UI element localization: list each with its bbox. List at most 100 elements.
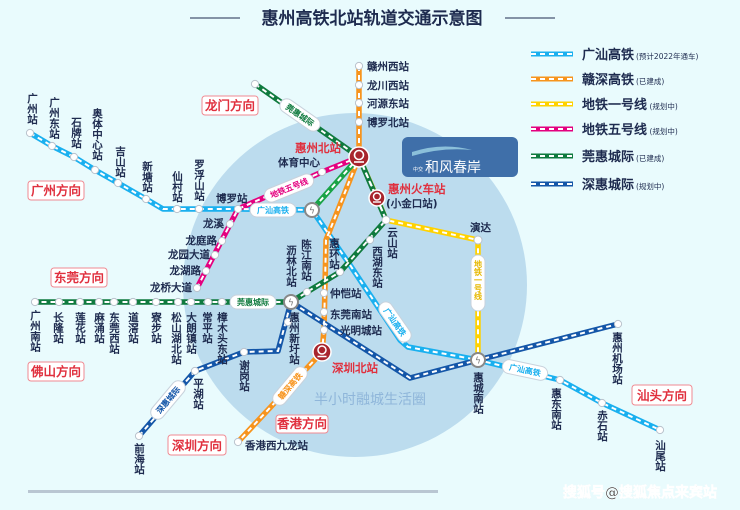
direction-guangzhou: 广州方向 [27,180,85,201]
line-link-green-dash [311,156,360,211]
legend: 广汕高铁(预计2022年通车)赣深高铁(已建成)地铁一号线(规划中)地铁五号线(… [531,47,699,193]
disclaimer-text [28,490,438,493]
direction-hongkong: 香港方向 [275,414,329,434]
svg-text:广州方向: 广州方向 [31,183,81,198]
hub-shenzhen-north: 深圳北站 [332,361,378,375]
svg-text:ϟ: ϟ [475,357,481,367]
station-labels-metro5: 体育中心 龙溪 龙庭路 龙园大道 龙湖路 龙桥大道 [149,156,320,294]
svg-text:常平站: 常平站 [201,311,213,344]
svg-text:汕尾站: 汕尾站 [654,439,666,472]
svg-text:东莞西站: 东莞西站 [108,311,120,355]
svg-text:罗浮山站: 罗浮山站 [193,159,205,202]
tag-shenhui: 深惠城际 [150,380,186,420]
svg-text:龙桥大道: 龙桥大道 [149,281,192,294]
legend-label: 地铁五号线 [582,122,647,138]
svg-text:惠州机场站: 惠州机场站 [611,331,623,385]
legend-note: (规划中) [636,181,664,191]
legend-note: (预计2022年通车) [636,51,699,61]
direction-dongguan: 东莞方向 [50,267,108,288]
legend-note: (规划中) [650,101,678,111]
railway-station-icon [348,146,370,168]
watermark: 搜狐号@搜狐焦点来宾站 [563,484,717,501]
map-title: 惠州高铁北站轨道交通示意图 [262,8,483,29]
railway-station-icon [368,189,386,207]
svg-text:大朗镇站: 大朗镇站 [185,311,197,355]
station-labels-ganshen: 赣州西站 龙川西站 河源东站 博罗北站 惠环站 仲恺站 东莞南站 光明城站 香港… [244,60,409,452]
svg-text:和风春岸: 和风春岸 [425,160,481,176]
svg-text:樟木头东站: 樟木头东站 [216,311,228,365]
legend-label: 地铁一号线 [582,97,647,113]
svg-text:东莞方向: 东莞方向 [54,270,104,285]
svg-text:香港西九龙站: 香港西九龙站 [244,439,308,452]
interchange-icon: ϟ [470,352,486,368]
svg-text:平湖站: 平湖站 [192,378,204,410]
svg-text:ϟ: ϟ [288,299,294,309]
svg-text:西湖东站: 西湖东站 [371,246,383,289]
svg-text:香港方向: 香港方向 [276,416,327,431]
svg-text:博罗北站: 博罗北站 [367,116,409,129]
svg-text:佛山方向: 佛山方向 [30,364,81,379]
railway-station-icon [312,342,332,362]
tag-guangshan: 广汕高铁 [501,359,549,381]
legend-label: 莞惠城际 [582,149,634,165]
svg-text:广州东站: 广州东站 [48,96,60,140]
svg-text:沥林北站: 沥林北站 [285,244,297,288]
svg-text:石牌站: 石牌站 [70,117,82,149]
svg-text:ϟ: ϟ [309,207,315,217]
svg-text:吉山站: 吉山站 [114,145,126,178]
direction-shantou: 汕头方向 [631,384,693,406]
tag-guanhui: 莞惠城际 [229,294,277,310]
station-labels-metro1: 云山站 演达 [386,221,491,259]
svg-text:光明城站: 光明城站 [339,324,382,337]
svg-text:前海站: 前海站 [133,442,145,475]
svg-text:广州南站: 广州南站 [29,309,41,353]
legend-label: 广汕高铁 [582,47,634,63]
svg-text:博罗站: 博罗站 [216,192,248,205]
svg-text:广州站: 广州站 [26,92,38,125]
svg-text:惠城南站: 惠城南站 [472,371,484,415]
svg-text:新塘站: 新塘站 [141,160,153,193]
line-ganshen-hsr-dash [237,66,360,443]
line-shenhui-intercity-dash [138,300,619,437]
svg-text:谢岗站: 谢岗站 [238,359,250,392]
hub-huizhou-rail: 惠州火车站 [388,182,446,196]
station-nodes [25,61,665,447]
legend-label: 赣深高铁 [582,72,634,88]
svg-text:赤石站: 赤石站 [596,409,608,442]
svg-text:惠州新圩站: 惠州新圩站 [288,311,300,365]
station-labels-guangshan: 广州站 广州东站 石牌站 奥体中心站 吉山站 新塘站 仙村站 罗浮山站 博罗站 … [26,92,666,472]
svg-text:龙庭路: 龙庭路 [185,234,218,247]
svg-text:道滘站: 道滘站 [127,311,139,344]
legend-note: (规划中) [650,126,678,136]
legend-note: (已建成) [636,153,664,163]
tag-guangshan: 广汕高铁 [249,202,297,218]
svg-text:奥体中心站: 奥体中心站 [91,107,103,161]
svg-text:汕头方向: 汕头方向 [637,388,687,403]
svg-text:仙村站: 仙村站 [171,170,183,203]
svg-text:惠环站: 惠环站 [328,237,340,270]
svg-text:龙溪: 龙溪 [202,217,224,230]
svg-text:东莞南站: 东莞南站 [330,308,372,321]
svg-text:河源东站: 河源东站 [367,97,409,110]
svg-text:松山湖北站: 松山湖北站 [170,311,182,365]
interchange-icon: ϟ [304,202,320,218]
direction-longmen: 龙门方向 [201,95,259,116]
svg-text:演达: 演达 [470,221,491,234]
svg-text:赣州西站: 赣州西站 [367,60,409,73]
svg-text:龙门方向: 龙门方向 [204,98,255,113]
circle-label: 半小时融城生活圈 [314,392,426,408]
svg-text:陈江南站: 陈江南站 [300,238,312,282]
svg-text:莲花站: 莲花站 [74,311,86,344]
hub-huizhou-north: 惠州北站 [295,141,341,155]
svg-text:云山站: 云山站 [386,227,398,259]
direction-shenzhen: 深圳方向 [167,434,227,456]
svg-text:龙湖路: 龙湖路 [169,264,202,277]
tag-metro1: 地铁一号线 [470,254,486,312]
hub-xiaojinkou: (小金口站) [386,197,438,210]
svg-text:寮步站: 寮步站 [150,311,162,344]
svg-text:广汕高铁: 广汕高铁 [257,205,289,215]
legend-label: 深惠城际 [582,177,634,193]
svg-text:深圳方向: 深圳方向 [172,438,222,453]
svg-text:龙园大道: 龙园大道 [167,248,210,261]
